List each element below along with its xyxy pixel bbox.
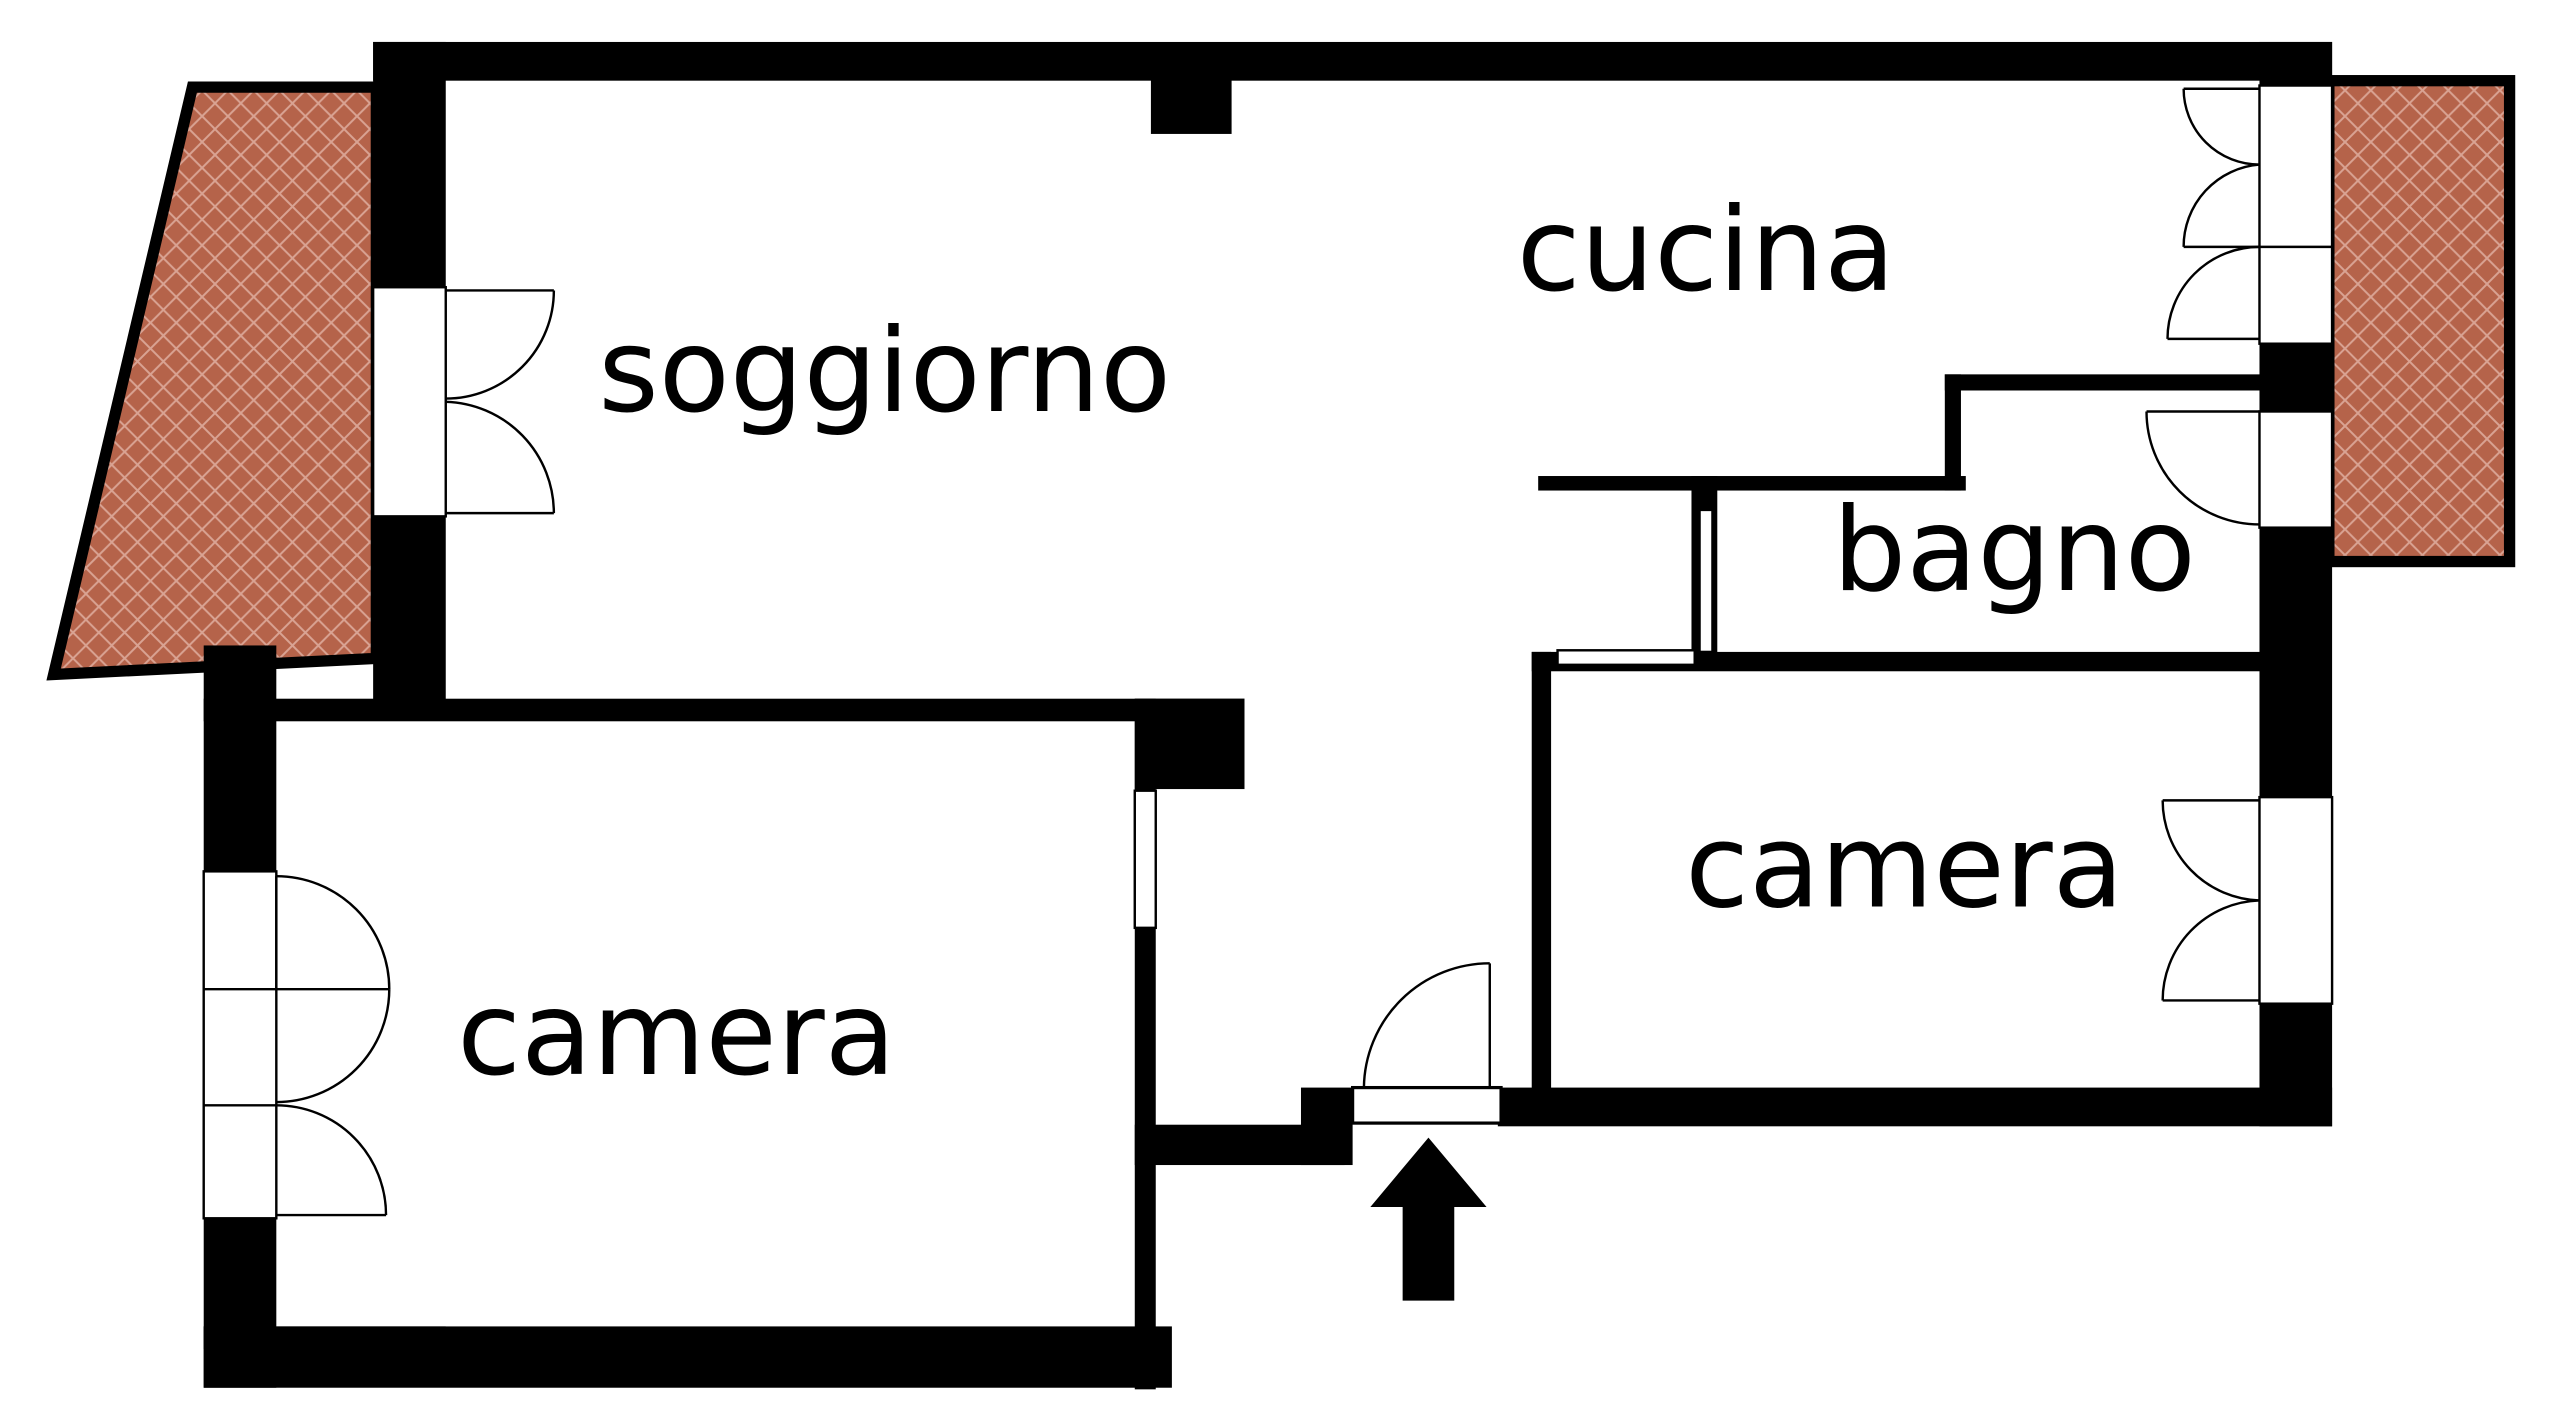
entrance-threshold (1351, 1085, 1503, 1125)
window-soggiorno (371, 286, 447, 518)
room-label-camera-left: camera (457, 967, 896, 1102)
window-cucina (2258, 84, 2334, 345)
window-bagno-internal (1698, 508, 1714, 654)
windows (202, 84, 2334, 1220)
room-label-soggiorno: soggiorno (598, 304, 1171, 439)
window-camera-right-top (1556, 649, 1696, 667)
door-swing-icon (275, 87, 2260, 1217)
entrance-arrow-icon (1370, 1137, 1487, 1301)
window-bagno (2258, 410, 2334, 529)
window-camera-right (2258, 795, 2334, 1005)
balcony-left (46, 81, 383, 681)
window-camera-left (202, 870, 278, 1220)
room-label-camera-right: camera (1685, 799, 2124, 934)
room-label-cucina: cucina (1517, 183, 1895, 318)
room-label-bagno: bagno (1833, 483, 2196, 618)
window-internal (1133, 789, 1157, 930)
balcony-right (2323, 75, 2516, 568)
walls (203, 41, 2333, 1390)
